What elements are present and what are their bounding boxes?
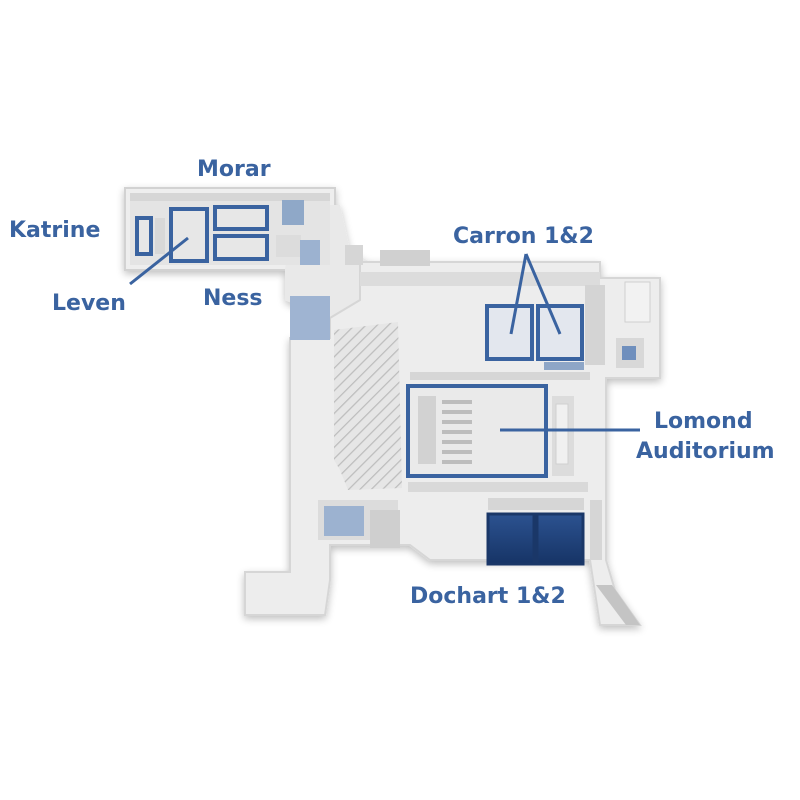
room-label-lomond-line1[interactable]: Lomond bbox=[654, 409, 753, 434]
upper-corridor bbox=[290, 245, 651, 380]
room-label-dochart[interactable]: Dochart 1&2 bbox=[410, 584, 566, 609]
katrine-room bbox=[135, 216, 153, 256]
leven-room bbox=[169, 207, 209, 263]
room-label-ness[interactable]: Ness bbox=[203, 286, 263, 311]
room-label-katrine[interactable]: Katrine bbox=[9, 218, 101, 243]
leader-lines bbox=[129, 236, 640, 432]
room-label-carron[interactable]: Carron 1&2 bbox=[453, 224, 594, 249]
room-label-lomond-line2[interactable]: Auditorium bbox=[636, 439, 775, 464]
carron-rooms bbox=[485, 304, 584, 370]
room-label-morar[interactable]: Morar bbox=[197, 157, 271, 182]
atrium-area bbox=[334, 322, 402, 490]
lower-left-rooms bbox=[318, 500, 640, 625]
dochart-rooms bbox=[486, 498, 585, 566]
room-label-leven[interactable]: Leven bbox=[52, 291, 126, 316]
morar-room bbox=[213, 205, 269, 231]
ness-room bbox=[213, 234, 269, 261]
left-wing-rooms bbox=[135, 205, 269, 263]
